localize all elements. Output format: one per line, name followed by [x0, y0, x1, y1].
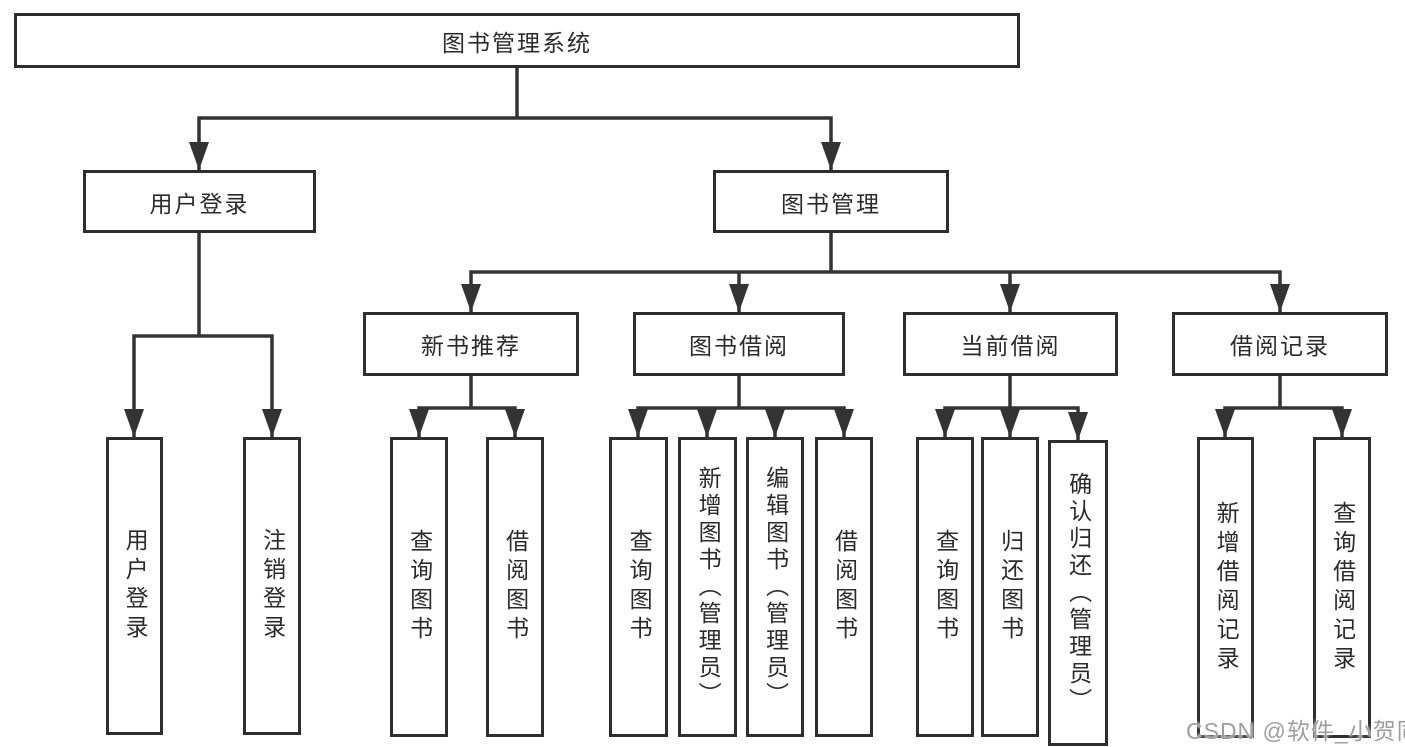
arrow-down-icon [124, 409, 144, 437]
connector-root-to-level2 [197, 68, 833, 170]
node-label: 查询借阅记录 [1329, 500, 1356, 675]
node-book-management: 图书管理 [713, 170, 949, 233]
arrow-down-icon [1000, 409, 1020, 437]
leaf-borrow-books-2: 借阅图书 [815, 437, 873, 737]
arrow-down-icon [1068, 412, 1088, 440]
node-new-book-recommend: 新书推荐 [363, 312, 579, 376]
node-label: 借阅记录 [1230, 333, 1330, 359]
leaf-add-borrow-record: 新增借阅记录 [1197, 437, 1254, 738]
arrow-down-icon [1215, 409, 1235, 437]
leaf-edit-books-admin: 编辑图书（管理员） [746, 437, 804, 737]
arrow-down-icon [628, 409, 648, 437]
connector-paths [132, 68, 1344, 440]
leaf-query-books-3: 查询图书 [916, 437, 974, 737]
arrowheads [124, 142, 1352, 440]
node-root: 图书管理系统 [14, 13, 1020, 68]
arrow-down-icon [935, 409, 955, 437]
watermark: CSDN @软件_小贺同学 [1186, 718, 1405, 744]
node-book-borrowing: 图书借阅 [633, 312, 845, 376]
node-label: 注销登录 [259, 528, 286, 644]
leaf-confirm-return-admin: 确认归还（管理员） [1048, 440, 1108, 746]
node-label: 图书管理 [781, 190, 881, 217]
arrow-down-icon [765, 409, 785, 437]
arrow-down-icon [729, 284, 749, 312]
node-label: 新增借阅记录 [1213, 500, 1240, 675]
arrow-down-icon [461, 284, 481, 312]
connector-records-to-leaves [1223, 376, 1344, 437]
connector-usermgmt-to-leaves [132, 233, 274, 437]
connector-bookmgmt-to-level3 [469, 233, 1282, 312]
node-label: 图书管理系统 [442, 29, 592, 56]
node-label: 新书推荐 [421, 333, 521, 359]
arrow-down-icon [1270, 284, 1290, 312]
node-current-borrowing: 当前借阅 [903, 312, 1118, 376]
node-label: 新增图书（管理员） [695, 465, 722, 709]
arrow-down-icon [834, 409, 854, 437]
node-label: 查询图书 [932, 529, 959, 645]
connector-newbook-to-leaves [417, 376, 517, 437]
leaf-add-books-admin: 新增图书（管理员） [678, 437, 737, 737]
leaf-borrow-books-1: 借阅图书 [486, 437, 544, 737]
leaf-user-login: 用户登录 [106, 437, 163, 735]
leaf-query-borrow-record: 查询借阅记录 [1313, 437, 1371, 738]
arrow-down-icon [505, 409, 525, 437]
leaf-query-books-1: 查询图书 [390, 437, 448, 737]
connector-borrowing-to-leaves [636, 376, 846, 437]
leaf-return-books: 归还图书 [981, 437, 1039, 737]
arrow-down-icon [1332, 409, 1352, 437]
node-label: 当前借阅 [960, 333, 1061, 359]
node-label: 确认归还（管理员） [1065, 471, 1092, 715]
arrow-down-icon [821, 142, 841, 170]
node-label: 借阅图书 [831, 529, 858, 645]
arrow-down-icon [697, 409, 717, 437]
leaf-logout: 注销登录 [243, 437, 301, 735]
arrow-down-icon [189, 142, 209, 170]
node-label: 编辑图书（管理员） [762, 465, 789, 709]
node-user-login: 用户登录 [83, 170, 316, 233]
arrow-down-icon [409, 409, 429, 437]
leaf-query-books-2: 查询图书 [609, 437, 668, 737]
node-label: 借阅图书 [502, 529, 529, 645]
arrow-down-icon [1000, 284, 1020, 312]
arrow-down-icon [262, 409, 282, 437]
node-label: 用户登录 [149, 190, 250, 217]
node-borrowing-records: 借阅记录 [1172, 312, 1388, 376]
node-label: 用户登录 [122, 528, 149, 644]
node-label: 图书借阅 [689, 333, 789, 359]
node-label: 查询图书 [406, 529, 433, 645]
node-label: 查询图书 [626, 529, 653, 645]
node-label: 归还图书 [997, 529, 1024, 645]
